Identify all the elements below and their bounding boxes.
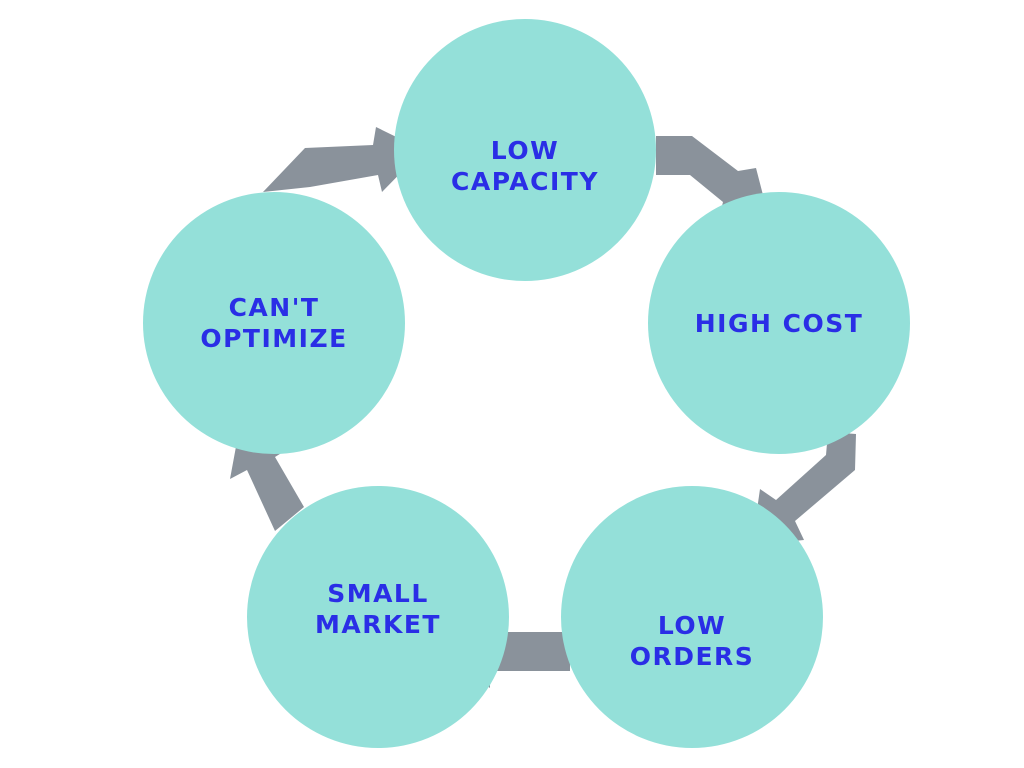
node-label-low-orders: LOW ORDERS (629, 611, 755, 671)
node-low-orders: LOW ORDERS (561, 486, 823, 748)
node-label-cant-optimize: CAN'T OPTIMIZE (200, 293, 348, 353)
node-cant-optimize: CAN'T OPTIMIZE (143, 192, 405, 454)
node-small-market: SMALL MARKET (247, 486, 509, 748)
node-label-low-capacity: LOW CAPACITY (451, 136, 599, 196)
arrow-high-cost-to-low-orders (752, 432, 856, 545)
node-label-high-cost: HIGH COST (694, 308, 864, 338)
node-label-small-market: SMALL MARKET (315, 578, 441, 639)
arrow-cant-optimize-to-low-capacity (263, 127, 423, 192)
node-low-capacity: LOW CAPACITY (394, 19, 656, 281)
node-high-cost: HIGH COST (648, 192, 910, 454)
